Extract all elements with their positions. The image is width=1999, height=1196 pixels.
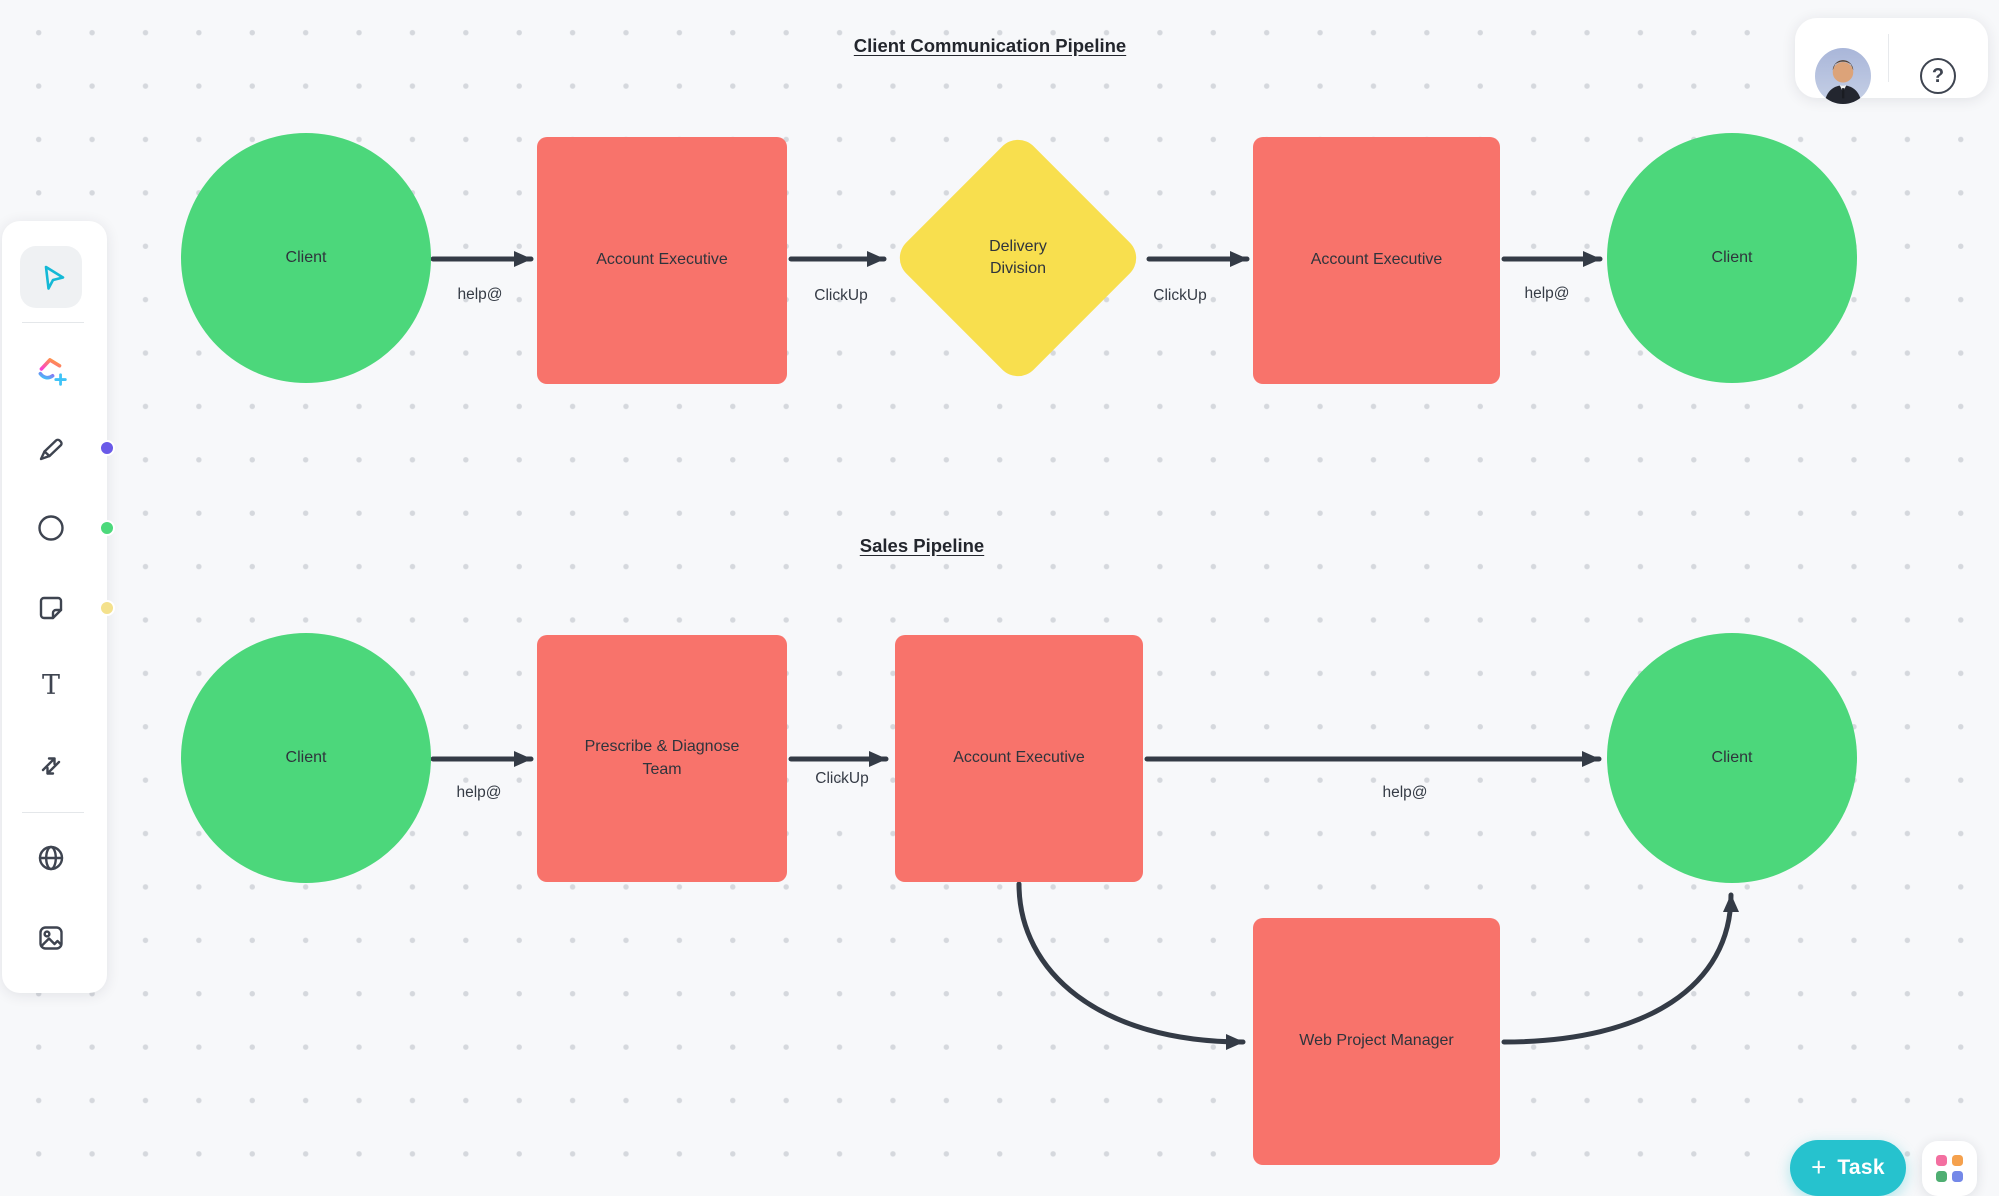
plus-icon: + [1811, 1152, 1827, 1182]
clickup-ai-icon [38, 358, 67, 386]
edge-label-clickup[interactable]: ClickUp [1153, 287, 1207, 304]
node-label: Web Project Manager [1299, 1032, 1454, 1050]
edge-label-help[interactable]: help@ [456, 784, 502, 801]
circle-shape-icon [38, 515, 64, 541]
apps-grid-icon [1952, 1171, 1963, 1182]
sticky-note-icon [39, 596, 63, 620]
p2-node-client-start[interactable]: Client [181, 633, 431, 883]
p2-node-client-end[interactable]: Client [1607, 633, 1857, 883]
shape-tool-button[interactable] [23, 500, 79, 556]
image-tool-button[interactable] [23, 910, 79, 966]
sticky-color-badge [99, 600, 115, 616]
edge-label-clickup[interactable]: ClickUp [815, 770, 869, 787]
node-label: Client [285, 248, 327, 266]
p1-node-account-executive-2[interactable]: Account Executive [1253, 137, 1500, 384]
marker-tool-button[interactable] [23, 420, 79, 476]
help-button[interactable]: ? [1920, 58, 1956, 94]
sticky-note-tool-button[interactable] [23, 580, 79, 636]
web-embed-tool-button[interactable] [23, 830, 79, 886]
connector-arrows-icon [41, 757, 61, 775]
apps-grid-icon [1936, 1155, 1947, 1166]
p2-node-account-executive[interactable]: Account Executive [895, 635, 1143, 882]
panel-divider [1888, 34, 1889, 82]
edge-label-help[interactable]: help@ [457, 286, 503, 303]
p2-node-prescribe-diagnose-team[interactable]: Prescribe & Diagnose Team [537, 635, 787, 882]
node-label: Client [1711, 748, 1753, 766]
pipeline2-title[interactable]: Sales Pipeline [859, 535, 985, 556]
node-label: Delivery Division [989, 237, 1047, 277]
node-label: Client [1711, 248, 1753, 266]
p1-node-account-executive-1[interactable]: Account Executive [537, 137, 787, 384]
toolbar-divider [22, 322, 84, 323]
edge-p2-ae-to-wpm[interactable] [1016, 881, 1246, 1050]
edge-label-help[interactable]: help@ [1382, 784, 1428, 801]
pipeline1-title[interactable]: Client Communication Pipeline [853, 35, 1127, 56]
text-tool-button[interactable]: T [23, 658, 79, 714]
select-cursor-icon [44, 265, 65, 290]
p1-node-client-end[interactable]: Client [1607, 133, 1857, 383]
whiteboard-toolbar: T [2, 221, 107, 993]
marker-pen-icon [39, 438, 63, 461]
node-label: Account Executive [1310, 251, 1443, 269]
edge-label-clickup[interactable]: ClickUp [814, 287, 868, 304]
edge-label-help[interactable]: help@ [1524, 285, 1570, 302]
toolbar-divider [22, 812, 84, 813]
text-tool-icon: T [42, 670, 60, 701]
svg-text:T: T [42, 670, 60, 701]
connector-tool-button[interactable] [23, 738, 79, 794]
image-icon [39, 926, 63, 950]
node-label: Client [285, 748, 327, 766]
clickup-ai-tool-button[interactable] [23, 342, 79, 398]
node-label: Account Executive [953, 749, 1085, 767]
avatar-photo [1815, 48, 1871, 104]
node-label: Prescribe & Diagnose Team [584, 738, 740, 778]
globe-icon [38, 845, 64, 871]
avatar[interactable] [1815, 48, 1871, 104]
p1-node-delivery-division[interactable]: Delivery Division [890, 130, 1146, 386]
apps-grid-icon [1952, 1155, 1963, 1166]
apps-grid-button[interactable] [1922, 1141, 1977, 1196]
select-tool-button[interactable] [20, 246, 82, 308]
help-glyph: ? [1931, 64, 1945, 87]
task-button-label: Task [1837, 1156, 1885, 1179]
add-task-button[interactable]: + Task [1790, 1140, 1906, 1196]
p1-node-client-start[interactable]: Client [181, 133, 431, 383]
apps-grid-icon [1936, 1171, 1947, 1182]
shape-color-badge [99, 520, 115, 536]
user-panel: ? [1795, 18, 1988, 104]
marker-color-badge [99, 440, 115, 456]
edge-p2-wpm-to-client[interactable] [1501, 892, 1739, 1045]
p2-node-web-project-manager[interactable]: Web Project Manager [1253, 918, 1500, 1165]
node-label: Account Executive [596, 251, 728, 269]
